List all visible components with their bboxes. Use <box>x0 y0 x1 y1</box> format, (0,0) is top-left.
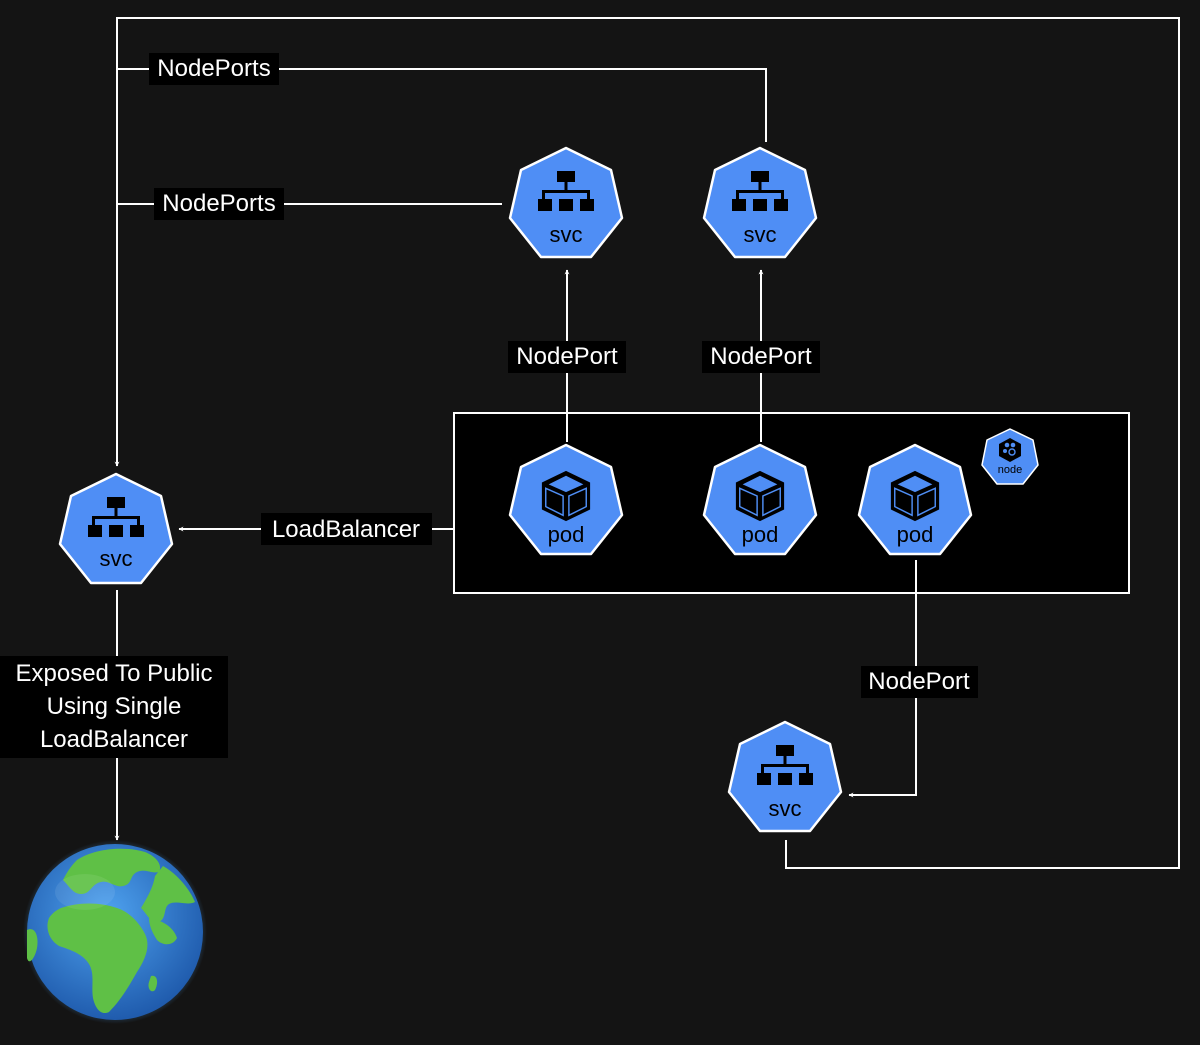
label-exposed-public: Exposed To Public Using Single LoadBalan… <box>0 656 228 758</box>
node-badge: node <box>981 428 1039 485</box>
label-loadbalancer: LoadBalancer <box>261 513 432 545</box>
svc-public[interactable]: svc <box>58 472 174 585</box>
svg-text:pod: pod <box>897 522 934 547</box>
svg-text:LoadBalancer: LoadBalancer <box>40 726 188 753</box>
pod-3[interactable]: pod <box>857 443 973 556</box>
svg-text:pod: pod <box>548 522 585 547</box>
globe-icon <box>23 840 207 1024</box>
svc-bottom[interactable]: svc <box>727 720 843 833</box>
svc-top-right[interactable]: svc <box>702 146 818 259</box>
svg-text:node: node <box>998 464 1022 476</box>
svg-text:pod: pod <box>742 522 779 547</box>
label-nodeport-pod3: NodePort <box>861 666 978 698</box>
label-nodeports-inner: NodePorts <box>154 188 284 220</box>
edge-bottom-loop <box>116 17 1180 869</box>
pod-2[interactable]: pod <box>702 443 818 556</box>
pod-1[interactable]: pod <box>508 443 624 556</box>
svg-text:Using Single: Using Single <box>47 693 182 720</box>
svc-top-left[interactable]: svc <box>508 146 624 259</box>
svg-text:NodePort: NodePort <box>710 343 812 370</box>
edge-nodeports-outer <box>114 68 767 467</box>
label-nodeport-pod1: NodePort <box>508 341 626 373</box>
label-nodeports-outer: NodePorts <box>149 53 279 85</box>
svg-text:LoadBalancer: LoadBalancer <box>272 516 420 543</box>
svg-text:svc: svc <box>550 222 583 247</box>
svg-text:NodePort: NodePort <box>516 343 618 370</box>
svg-text:NodePort: NodePort <box>868 668 970 695</box>
svg-text:NodePorts: NodePorts <box>162 190 275 217</box>
node-gear-icon <box>999 438 1021 462</box>
svg-text:svc: svc <box>769 796 802 821</box>
label-nodeport-pod2: NodePort <box>702 341 820 373</box>
svg-text:svc: svc <box>100 546 133 571</box>
svg-text:svc: svc <box>744 222 777 247</box>
edge-pod3-to-svc <box>848 562 917 798</box>
svg-text:NodePorts: NodePorts <box>157 55 270 82</box>
svg-text:Exposed To Public: Exposed To Public <box>15 660 212 687</box>
